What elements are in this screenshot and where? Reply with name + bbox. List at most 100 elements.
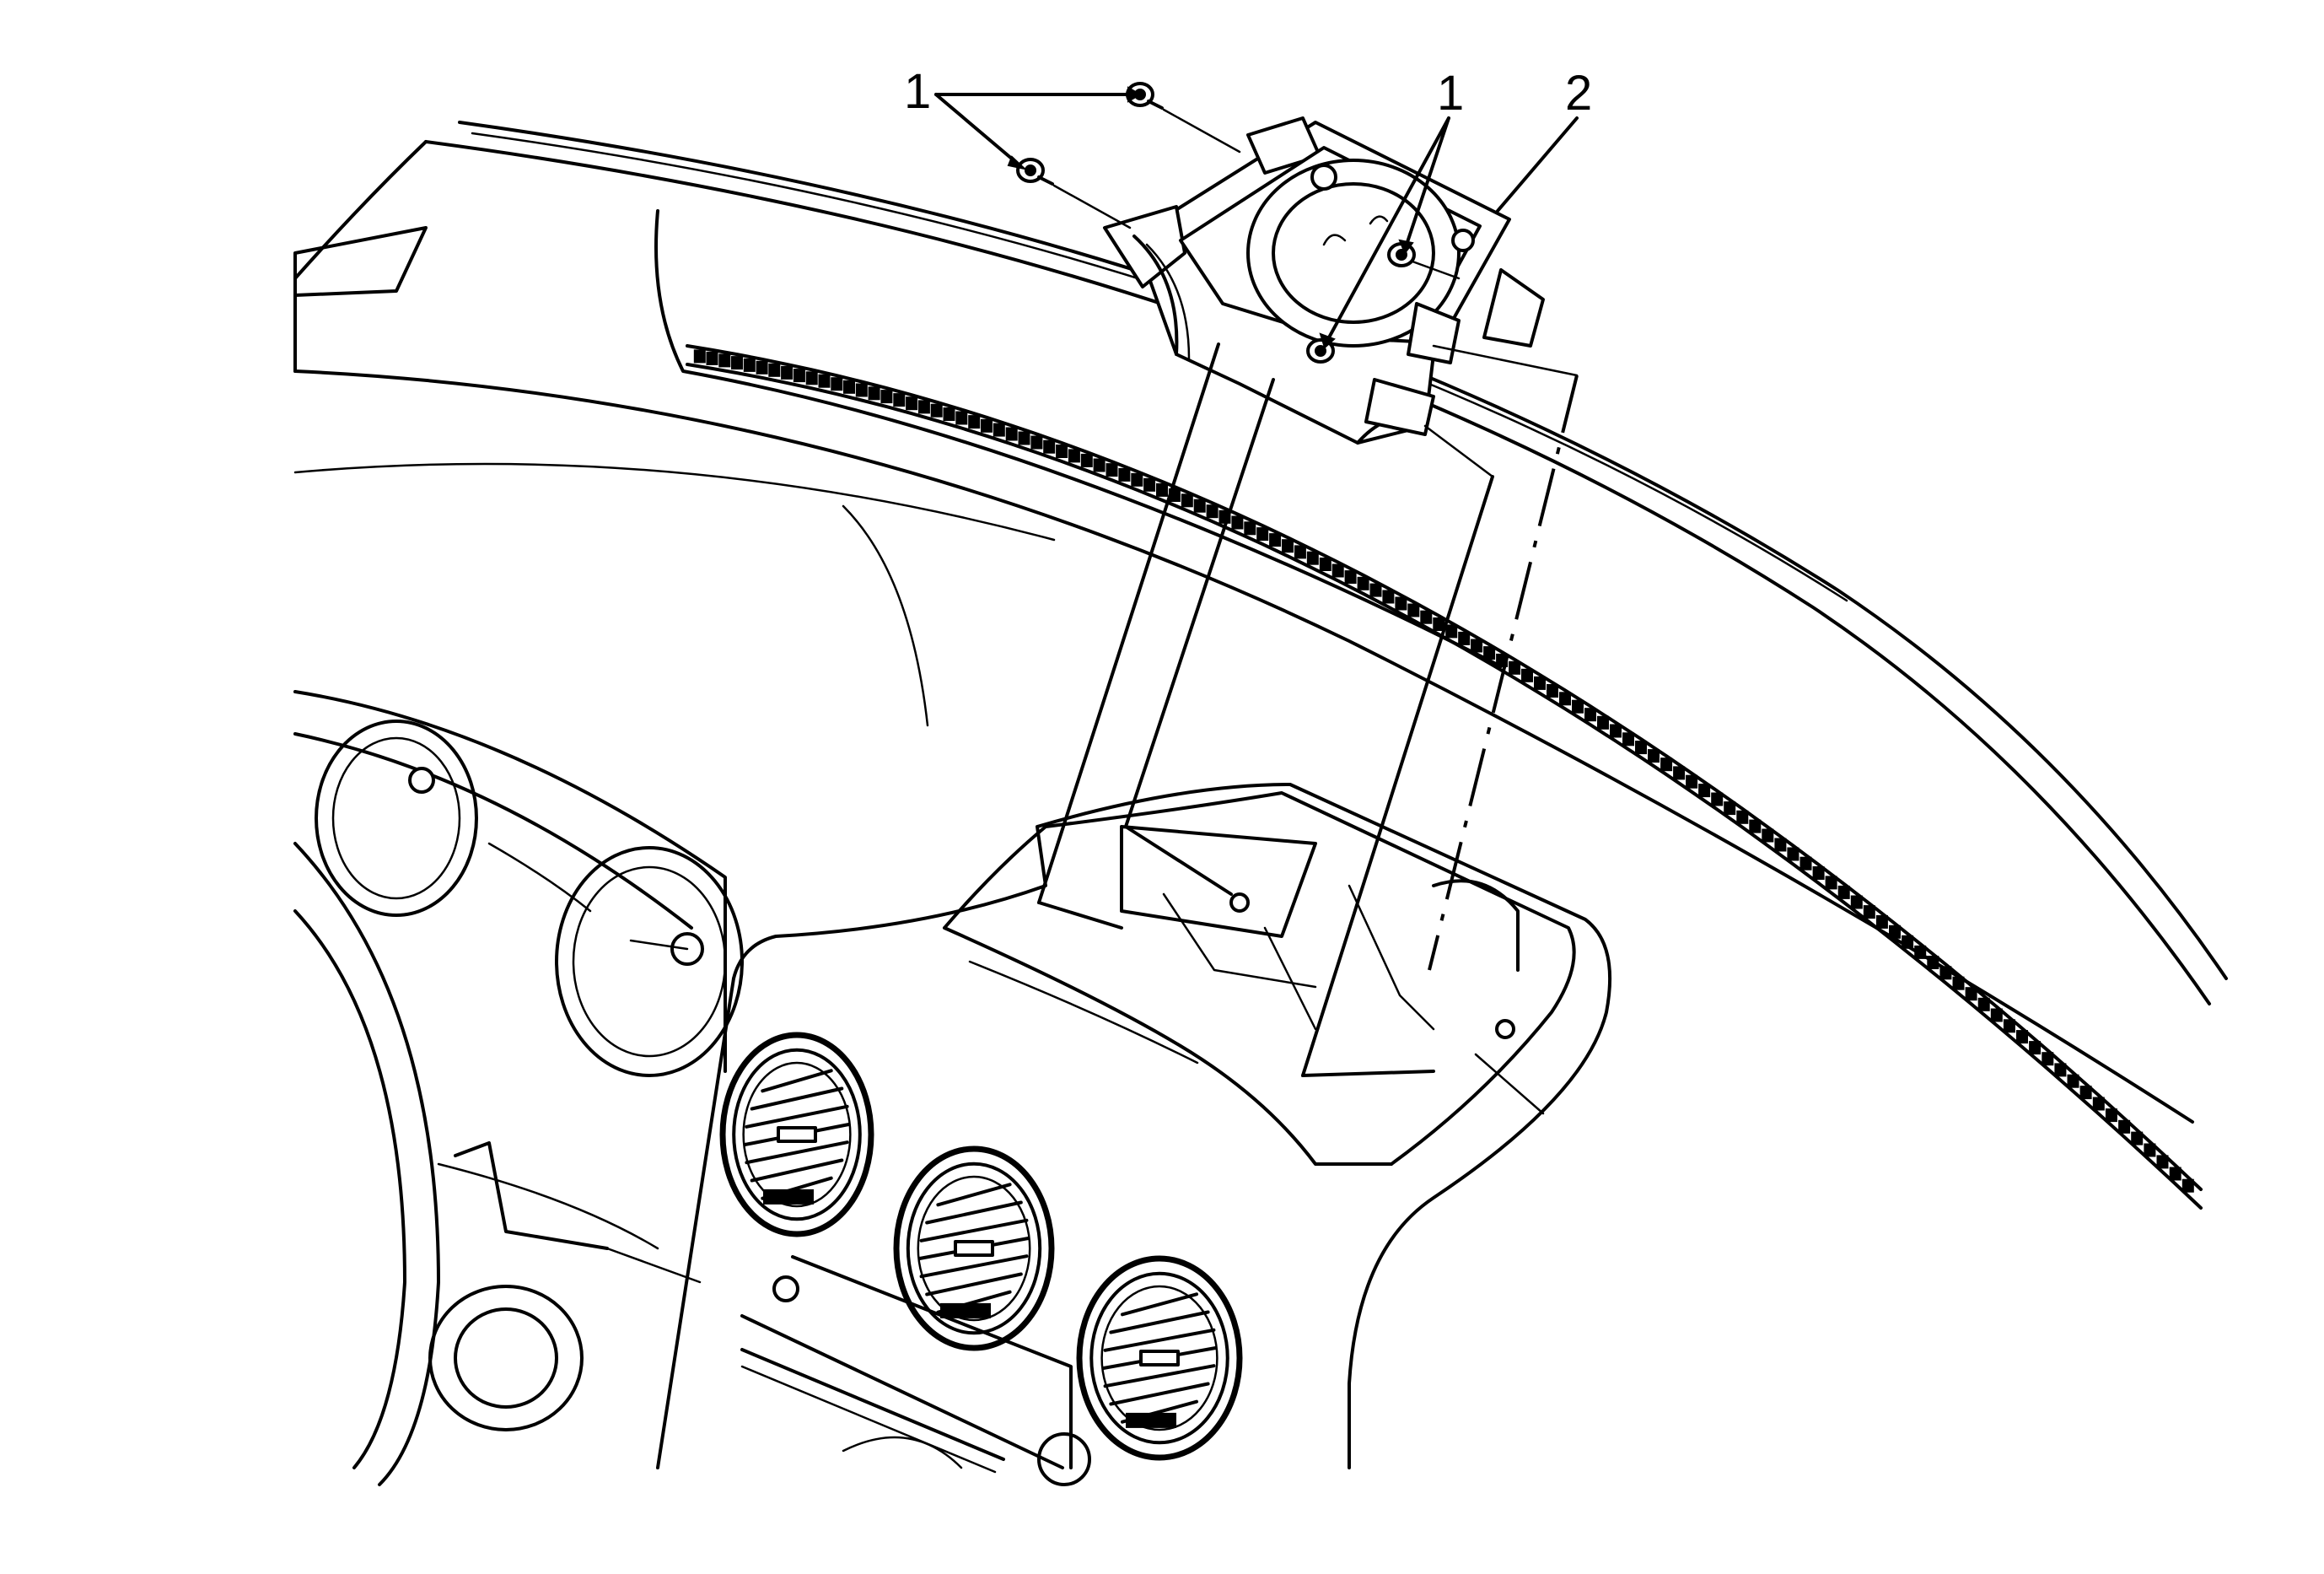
grille-slot (781, 365, 793, 380)
grille-slot (1395, 596, 1407, 611)
grille-slot (1193, 499, 1206, 513)
grille-slot (1306, 551, 1319, 565)
grille-slot (1056, 445, 1068, 458)
grille-slot (1483, 646, 1496, 660)
grille-slot (1369, 583, 1382, 597)
grille-slot (1181, 493, 1193, 508)
grille-slot (1357, 576, 1369, 590)
grille-slot (855, 383, 868, 397)
grille-slot (1939, 966, 1952, 980)
grille-slot (1294, 545, 1306, 559)
grille-slot (2054, 1063, 2067, 1077)
grille-slot (2016, 1030, 2028, 1044)
steering-wheel (293, 842, 659, 1486)
grille-slot (906, 396, 918, 411)
grille-slot (1902, 935, 1914, 949)
grille-slot (1344, 570, 1357, 585)
grille-slot (2067, 1074, 2079, 1088)
grille-slot (2131, 1131, 2144, 1145)
grille-slot (718, 353, 731, 368)
instrument-panel (293, 121, 2228, 1124)
callout-label-fastener-left: 1 (904, 64, 931, 119)
grille-slot (1131, 472, 1143, 487)
grille-slot (2079, 1086, 2092, 1100)
lower-trim (428, 1141, 702, 1431)
grille-slot (2003, 1019, 2015, 1033)
grille-slot (1231, 515, 1244, 530)
air-vent (1076, 1255, 1243, 1461)
fasteners (1016, 82, 1461, 364)
callout-label-speaker-assembly: 2 (1565, 66, 1592, 121)
grille-slot (1331, 563, 1344, 578)
grille-slot (1825, 876, 1837, 890)
air-vents (719, 1032, 1243, 1461)
grille-slot (955, 411, 968, 425)
grille-slot (1990, 1008, 2003, 1022)
grille-slot (1420, 610, 1433, 624)
grille-slot (2118, 1119, 2131, 1134)
grille-slot (1711, 792, 1724, 806)
grille-slot (1698, 784, 1711, 798)
grille-slot (1407, 603, 1420, 617)
air-vent (893, 1145, 1055, 1351)
air-vent (719, 1032, 874, 1237)
grille-slot (1837, 885, 1850, 899)
grille-slot (1018, 431, 1030, 445)
grille-slot (1559, 692, 1571, 706)
grille-slot (693, 349, 706, 364)
grille-slot (805, 371, 818, 385)
grille-slot (1736, 810, 1749, 824)
grille-slot (1952, 976, 1965, 990)
grille-slot (1093, 458, 1106, 472)
grille-slot (1762, 828, 1774, 843)
grille-slot (1749, 819, 1762, 833)
grille-slot (1635, 741, 1647, 755)
grille-slot (2029, 1041, 2042, 1055)
grille-slot (1597, 715, 1609, 730)
grille-slot (793, 369, 805, 383)
grille-slot (818, 374, 831, 388)
grille-slot (2156, 1155, 2169, 1169)
grille-slot (2042, 1052, 2054, 1066)
grille-slot (1889, 924, 1901, 939)
grille-slot (1256, 527, 1269, 542)
grille-slot (1244, 521, 1256, 536)
grille-slot (1080, 453, 1093, 467)
grille-slot (1382, 590, 1395, 604)
defroster-grille (686, 344, 2203, 1210)
grille-slot (1106, 463, 1118, 477)
grille-slot (1850, 895, 1863, 909)
grille-slot (831, 377, 843, 391)
grille-slot (1724, 801, 1736, 816)
grille-slot (1043, 439, 1056, 454)
grille-slot (1156, 482, 1168, 497)
grille-slot (1319, 558, 1331, 571)
grille-slot (1068, 449, 1080, 463)
grille-slot (1648, 749, 1660, 763)
center-stack (656, 783, 1612, 1486)
grille-slot (1143, 477, 1156, 492)
grille-slot (1458, 631, 1471, 645)
grille-slot (1030, 435, 1043, 450)
grille-slot (1622, 732, 1634, 747)
grille-slot (2144, 1143, 2156, 1157)
grille-slot (917, 400, 930, 414)
grille-slot (1534, 676, 1546, 690)
grille-slot (1471, 639, 1483, 653)
grille-slot (981, 418, 993, 433)
grille-slot (1584, 708, 1596, 722)
callout-leaders (934, 86, 1579, 349)
grille-slot (1799, 856, 1812, 871)
callout-label-fastener-right: 1 (1437, 66, 1464, 121)
grille-slot (1927, 956, 1939, 969)
speaker-assembly (1103, 116, 1545, 445)
grille-slot (756, 360, 768, 375)
grille-slot (731, 356, 743, 370)
grille-slot (2092, 1097, 2105, 1111)
grille-slot (1863, 905, 1875, 919)
alignment-lines (1037, 342, 1579, 1077)
grille-slot (1660, 757, 1673, 772)
grille-slot (1269, 533, 1282, 547)
grille-slot (1812, 866, 1825, 880)
